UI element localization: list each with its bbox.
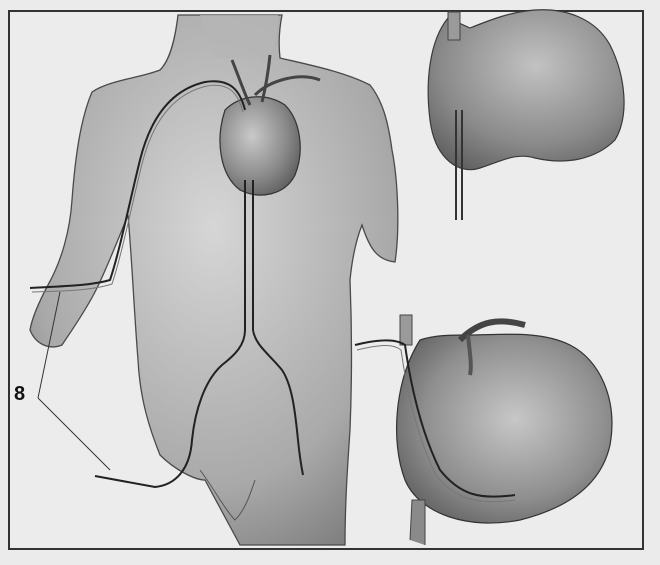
heart-view-bottom — [355, 315, 612, 545]
heart-view-top — [428, 10, 624, 220]
callout-label: 8 — [14, 383, 25, 406]
torso-figure — [30, 15, 398, 545]
